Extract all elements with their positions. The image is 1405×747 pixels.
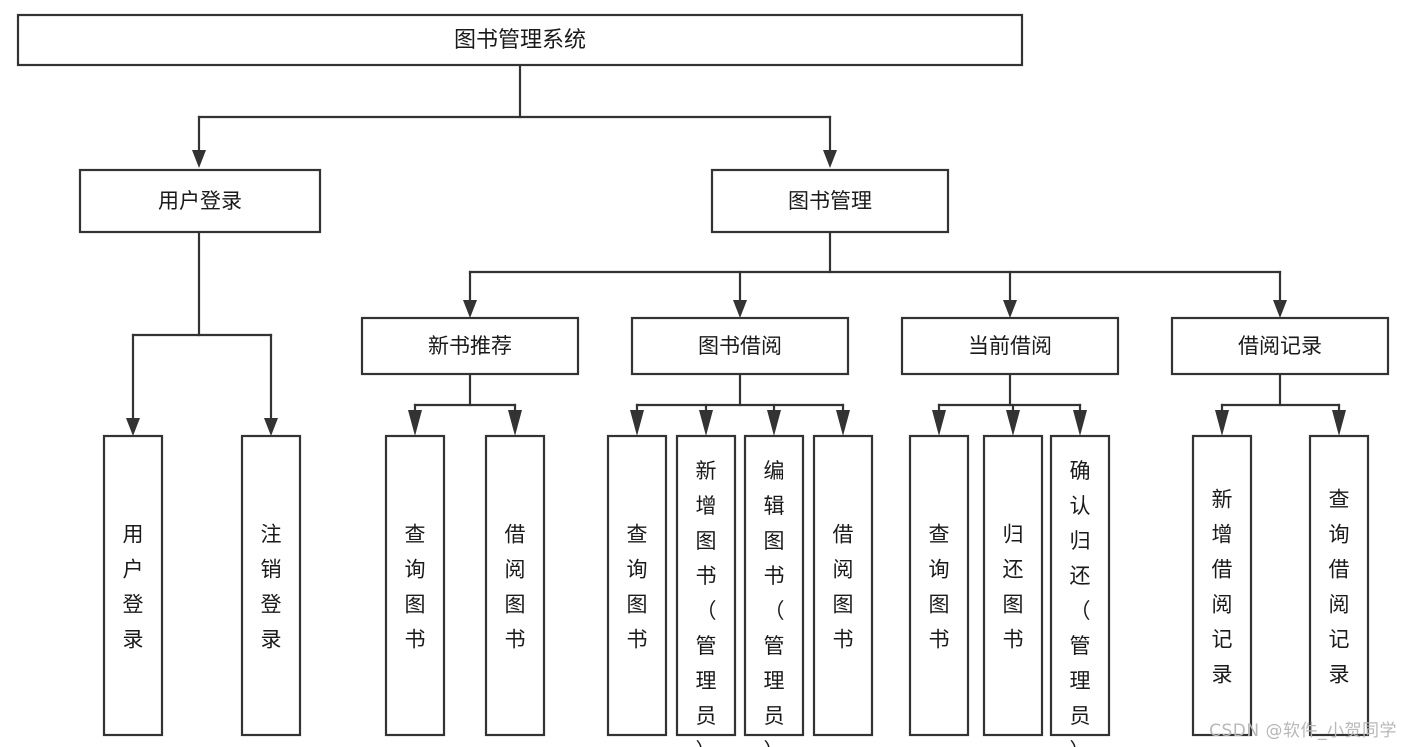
node-leaf-query-book-2-label: 查询图书 [627, 523, 648, 652]
node-leaf-user-login-label: 用户登录 [123, 523, 144, 652]
arrowhead-leaf-add-book [699, 410, 713, 436]
arrowhead-borrow-record [1273, 300, 1287, 318]
node-leaf-query-book-3-box[interactable] [908, 434, 970, 737]
node-leaf-add-borrow-record-label: 新增借阅记录 [1212, 488, 1233, 687]
node-new-book-recommend-label: 新书推荐 [428, 334, 512, 358]
node-current-borrow-box[interactable] [900, 316, 1120, 376]
node-leaf-return-book-box[interactable] [982, 434, 1044, 737]
node-leaf-confirm-return-label: 确认归还（管理员） [1070, 459, 1091, 747]
node-leaf-add-book-label: 新增图书（管理员） [696, 459, 717, 747]
connector-group-new-book-recommend [408, 372, 522, 436]
node-book-borrow-label: 图书借阅 [698, 334, 782, 358]
connector-group-book-management [463, 230, 1287, 318]
arrowhead-leaf-add-borrow-record [1215, 410, 1229, 436]
connector-group-book-borrow [630, 372, 850, 436]
node-borrow-record-box[interactable] [1170, 316, 1390, 376]
arrowhead-leaf-logout-login [264, 418, 278, 436]
node-book-borrow-box[interactable] [630, 316, 850, 376]
node-leaf-confirm-return[interactable]: 确认归还（管理员） [1049, 434, 1111, 747]
node-new-book-recommend[interactable]: 新书推荐 [360, 316, 580, 376]
arrowhead-leaf-query-book-2 [630, 410, 644, 436]
arrowhead-book-borrow [733, 300, 747, 318]
node-user-login[interactable]: 用户登录 [78, 168, 322, 234]
arrowhead-leaf-user-login [126, 418, 140, 436]
arrowhead-leaf-query-book-3 [932, 410, 946, 436]
node-leaf-query-book-1[interactable]: 查询图书 [384, 434, 446, 737]
node-leaf-borrow-book-1[interactable]: 借阅图书 [484, 434, 546, 737]
node-leaf-query-borrow-record[interactable]: 查询借阅记录 [1308, 434, 1370, 737]
arrowhead-leaf-borrow-book-2 [836, 410, 850, 436]
node-leaf-confirm-return-box[interactable] [1049, 434, 1111, 737]
node-leaf-add-book[interactable]: 新增图书（管理员） [675, 434, 737, 747]
node-leaf-return-book[interactable]: 归还图书 [982, 434, 1044, 737]
node-leaf-add-borrow-record[interactable]: 新增借阅记录 [1191, 434, 1253, 737]
node-leaf-edit-book[interactable]: 编辑图书（管理员） [743, 434, 805, 747]
node-borrow-record-label: 借阅记录 [1238, 334, 1322, 358]
node-leaf-query-book-1-box[interactable] [384, 434, 446, 737]
arrowhead-current-borrow [1003, 300, 1017, 318]
node-leaf-user-login[interactable]: 用户登录 [102, 434, 164, 737]
arrowhead-leaf-return-book [1006, 410, 1020, 436]
node-leaf-add-borrow-record-box[interactable] [1191, 434, 1253, 737]
node-new-book-recommend-box[interactable] [360, 316, 580, 376]
node-borrow-record[interactable]: 借阅记录 [1170, 316, 1390, 376]
node-book-management-label: 图书管理 [788, 189, 872, 213]
node-leaf-edit-book-label: 编辑图书（管理员） [764, 459, 785, 747]
node-leaf-query-book-3[interactable]: 查询图书 [908, 434, 970, 737]
node-leaf-user-login-box[interactable] [102, 434, 164, 737]
connector-group-root [192, 63, 837, 168]
node-book-management[interactable]: 图书管理 [710, 168, 950, 234]
arrowhead-leaf-confirm-return [1073, 410, 1087, 436]
connector-group-user-login [126, 230, 278, 436]
node-leaf-query-book-2[interactable]: 查询图书 [606, 434, 668, 737]
node-leaf-query-book-1-label: 查询图书 [405, 523, 426, 652]
node-leaf-logout-login[interactable]: 注销登录 [240, 434, 302, 737]
node-leaf-logout-login-box[interactable] [240, 434, 302, 737]
node-leaf-borrow-book-1-label: 借阅图书 [505, 523, 526, 652]
node-leaf-borrow-book-2[interactable]: 借阅图书 [812, 434, 874, 737]
node-leaf-query-borrow-record-box[interactable] [1308, 434, 1370, 737]
leaf-node-layer: 用户登录 注销登录 查询图书 借阅图书 查询图书 新增图书（管理员） 编辑图书（管理员） 借阅… [102, 434, 1370, 747]
arrowhead-user-login [192, 150, 206, 168]
arrowhead-book-management [823, 150, 837, 168]
node-user-login-label: 用户登录 [158, 189, 242, 213]
node-current-borrow[interactable]: 当前借阅 [900, 316, 1120, 376]
node-leaf-query-book-2-box[interactable] [606, 434, 668, 737]
node-root-box[interactable] [16, 13, 1024, 67]
node-leaf-query-book-3-label: 查询图书 [929, 523, 950, 652]
connector-group-current-borrow [932, 372, 1087, 436]
node-leaf-return-book-label: 归还图书 [1003, 523, 1024, 652]
arrowhead-leaf-query-book-1 [408, 410, 422, 436]
connector-group-borrow-record [1215, 372, 1346, 436]
node-book-borrow[interactable]: 图书借阅 [630, 316, 850, 376]
node-leaf-add-book-box[interactable] [675, 434, 737, 737]
node-leaf-query-borrow-record-label: 查询借阅记录 [1329, 488, 1350, 687]
arrowhead-leaf-edit-book [767, 410, 781, 436]
node-leaf-borrow-book-1-box[interactable] [484, 434, 546, 737]
node-root[interactable]: 图书管理系统 [16, 13, 1024, 67]
node-book-management-box[interactable] [710, 168, 950, 234]
arrowhead-leaf-borrow-book-1 [508, 410, 522, 436]
arrowhead-leaf-query-borrow-record [1332, 410, 1346, 436]
node-leaf-borrow-book-2-label: 借阅图书 [833, 523, 854, 652]
node-leaf-borrow-book-2-box[interactable] [812, 434, 874, 737]
arrowhead-new-book-recommend [463, 300, 477, 318]
node-leaf-edit-book-box[interactable] [743, 434, 805, 737]
node-leaf-logout-login-label: 注销登录 [261, 523, 282, 652]
node-user-login-box[interactable] [78, 168, 322, 234]
node-root-label: 图书管理系统 [454, 28, 586, 53]
node-current-borrow-label: 当前借阅 [968, 334, 1052, 358]
